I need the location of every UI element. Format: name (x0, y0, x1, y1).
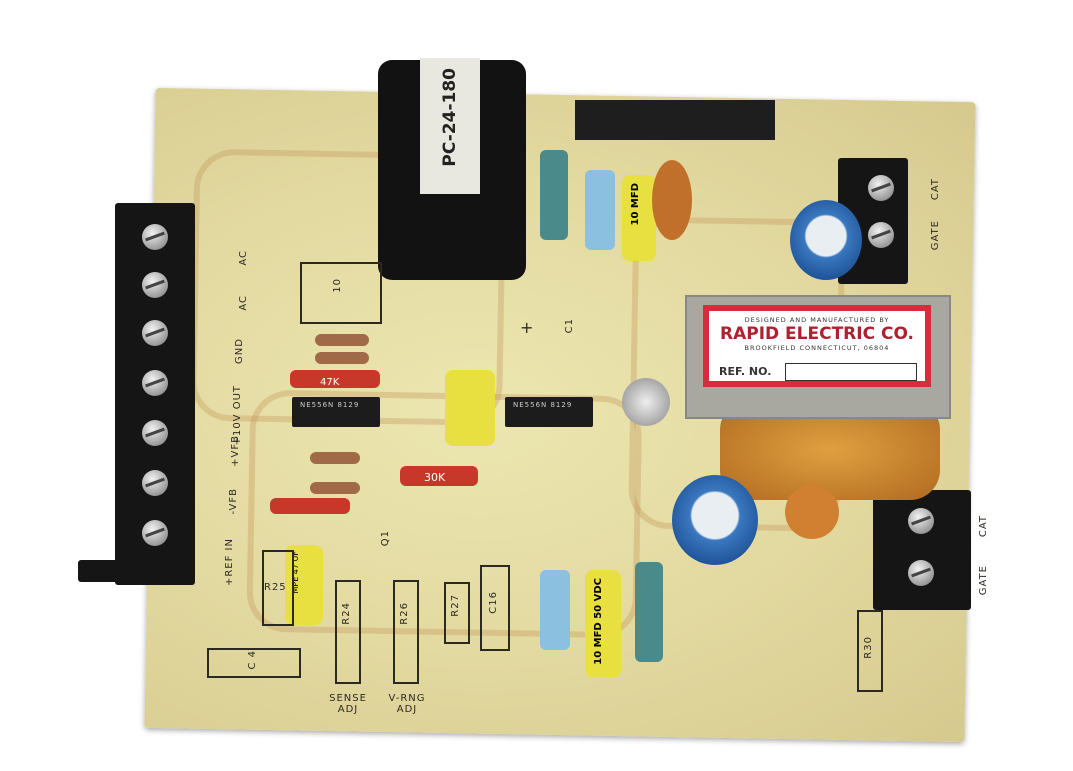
ic-chip: NE556N 8129 (505, 397, 593, 427)
outline-r26: R26 (393, 580, 419, 684)
transformer-part-number: PC-24-180 (440, 68, 460, 167)
potentiometer[interactable] (622, 378, 670, 426)
electrolytic-capacitor (790, 200, 862, 280)
silk-ac2: AC (238, 295, 249, 311)
resistor (315, 334, 369, 346)
screw-terminal[interactable] (142, 470, 168, 496)
resistor (315, 352, 369, 364)
silk-gate-2: GATE (978, 565, 989, 596)
resistor-blue (540, 570, 570, 650)
resistor-30k: 30K (400, 466, 478, 486)
silk-cat-2: CAT (978, 515, 989, 538)
ic-chip: NE556N 8129 (292, 397, 380, 427)
electrolytic-capacitor (672, 475, 758, 565)
silk-q1: Q1 (380, 530, 391, 547)
outline-c4: C 4 (207, 648, 301, 678)
resistor-47k: 47K (290, 370, 380, 388)
resistor (310, 482, 360, 494)
screw-terminal[interactable] (142, 224, 168, 250)
resistor-blue (585, 170, 615, 250)
manufacturer-label: DESIGNED AND MANUFACTURED BY RAPID ELECT… (703, 305, 931, 387)
silk-ref-in: +REF IN (224, 538, 235, 587)
silk-gnd: GND (234, 338, 245, 364)
ceramic-capacitor (652, 160, 692, 240)
label-line1: DESIGNED AND MANUFACTURED BY (744, 316, 890, 324)
screw-terminal[interactable] (908, 508, 934, 534)
capacitor-yellow: 10 MFD 50 VDC (585, 570, 621, 678)
resistor-green (635, 562, 663, 662)
silk-vfb-plus: +VFB (230, 435, 241, 467)
screw-terminal[interactable] (142, 520, 168, 546)
silk-vfb-minus: -VFB (228, 488, 239, 515)
outline-10: 10 (300, 262, 382, 324)
outline-r27: R27 (444, 582, 470, 644)
capacitor-yellow (445, 370, 495, 446)
outline-r24: R24 (335, 580, 361, 684)
silk-v-rng-adj: V-RNG ADJ (388, 693, 426, 715)
resistor-green (540, 150, 568, 240)
black-module (575, 100, 775, 140)
silk-gate: GATE (930, 220, 941, 251)
silk-ac1: AC (238, 250, 249, 266)
resistor (270, 498, 350, 514)
ref-number-box (785, 363, 917, 381)
screw-terminal[interactable] (142, 370, 168, 396)
screw-terminal[interactable] (908, 560, 934, 586)
label-address: BROOKFIELD CONNECTICUT, 06804 (744, 344, 890, 352)
silk-cat: CAT (930, 178, 941, 201)
capacitor-yellow: 10 MFD (622, 175, 656, 261)
silk-sense-adj: SENSE ADJ (329, 693, 367, 715)
silk-plus: + (520, 318, 535, 337)
outline-c16: C16 (480, 565, 510, 651)
screw-terminal[interactable] (868, 175, 894, 201)
terminal-block-base (78, 560, 188, 582)
screw-terminal[interactable] (868, 222, 894, 248)
transformer-label: PC-24-180 (420, 58, 480, 194)
ceramic-capacitor (785, 485, 839, 539)
screw-terminal[interactable] (142, 420, 168, 446)
screw-terminal[interactable] (142, 272, 168, 298)
capacitor-mpe: MPE 47 UF (285, 545, 323, 625)
resistor (310, 452, 360, 464)
label-company: RAPID ELECTRIC CO. (719, 324, 914, 344)
outline-r30: R30 (857, 610, 883, 692)
silk-c1: C1 (564, 318, 575, 334)
outline-r25: R25 (262, 550, 294, 626)
label-ref: REF. NO. (719, 365, 772, 378)
screw-terminal[interactable] (142, 320, 168, 346)
